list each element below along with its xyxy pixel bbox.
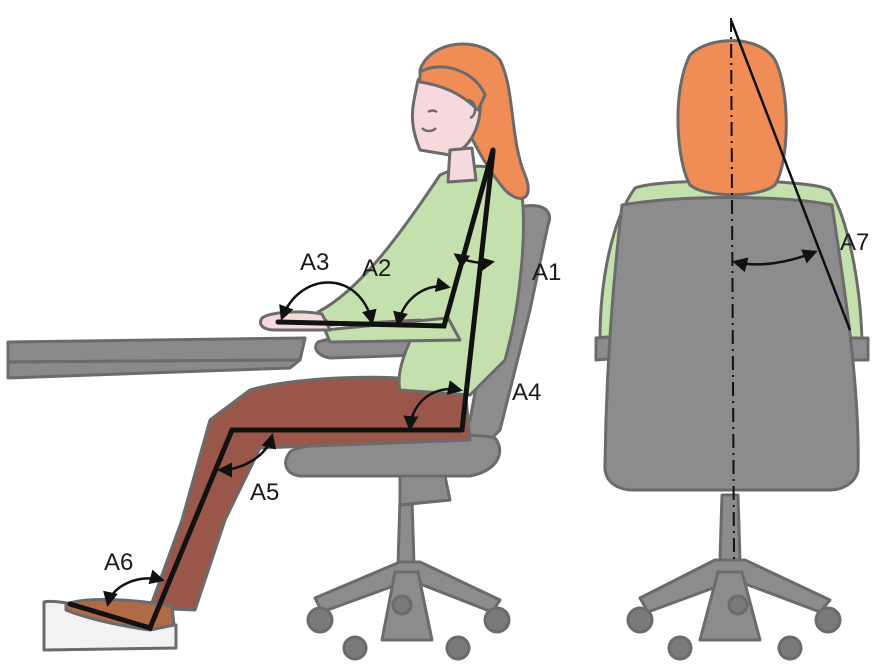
chair-back-back (605, 198, 858, 491)
label-a6: A6 (104, 549, 133, 576)
label-a4: A4 (512, 379, 541, 406)
label-a2: A2 (362, 255, 391, 282)
label-a1: A1 (532, 259, 561, 286)
side-view: A1 A2 A3 A4 A5 A6 (8, 44, 561, 659)
label-a5: A5 (250, 479, 279, 506)
label-a3: A3 (300, 249, 329, 276)
back-view: A7 (596, 18, 869, 659)
label-a7: A7 (840, 229, 869, 256)
desk (8, 338, 305, 378)
head-side (412, 44, 528, 198)
torso (318, 166, 524, 395)
chair-base-side (308, 500, 509, 659)
